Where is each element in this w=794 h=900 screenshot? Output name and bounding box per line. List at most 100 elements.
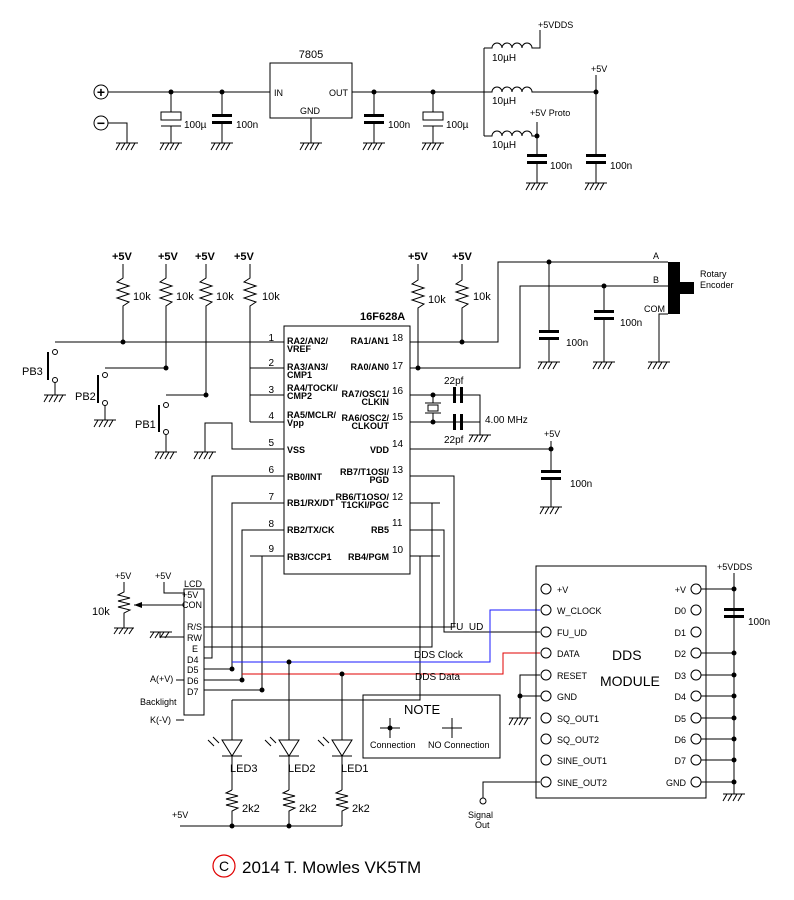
signal-out-label: Signal [468,810,493,820]
pot-label: 10k [92,606,110,618]
pin-label: RA0/AN0 [350,362,389,372]
pin-number: 17 [392,361,404,372]
connection-label: Connection [370,740,416,750]
pin-number: 12 [392,492,404,503]
pb2-label: PB2 [75,391,96,403]
copyright-icon [212,854,236,878]
pic-label: 16F628A [360,311,405,323]
dds-pin: SINE_OUT1 [557,756,607,766]
dds-pin: W_CLOCK [557,606,602,616]
power-supply-section: + − 100µ 100n 7805 IN OUT GND 100n [93,20,632,191]
inductor-label: 10µH [492,53,516,64]
osc-cap-label: 22pf [444,435,464,446]
pin-number: 15 [392,412,404,423]
note-box: NOTE Connection NO Connection [362,694,501,759]
pin-label: CMP2 [287,391,312,401]
pin-label: RA6/OSC2/ [341,413,389,423]
pin-label: RB1/RX/DT [287,498,335,508]
pushbuttons: PB3 PB2 PB1 [22,341,250,460]
dds-pin: D5 [674,714,686,724]
pin-label: RB0/INT [287,472,323,482]
pin-label: RA4/TOCKI/ [287,383,338,393]
inductor-label: 10µH [492,140,516,151]
pin-number: 9 [268,544,274,555]
dds-pin: +V [557,585,568,595]
dds-pin: SQ_OUT1 [557,714,599,724]
supply-label: +5V [544,429,560,439]
cap-label: 100n [610,161,632,172]
encoder-label: Rotary [700,269,727,279]
lcd-pin: D4 [187,655,199,665]
supply-label: +5V [172,810,188,820]
inductor-label: 10µH [492,96,516,107]
pin-number: 10 [392,545,404,556]
lcd-pin: D5 [187,665,199,675]
pin-number: 16 [392,386,404,397]
pin-label: VSS [287,445,305,455]
pin-label: CLKOUT [352,421,390,431]
encoder-pin-com: COM [644,304,665,314]
pin-label: RA2/AN2/ [287,336,329,346]
cap-label: 100µ [446,120,469,131]
pin-label: RB3/CCP1 [287,552,332,562]
dds-title: MODULE [600,673,660,689]
vdds-rail-label: +5VDDS [538,20,573,30]
pin-number: 4 [268,411,274,422]
dds-module: DDS MODULE +V W_CLOCK FU_UD DATA RESET G… [468,562,770,830]
pin-label: RA5/MCLR/ [287,410,336,420]
led-label: LED3 [230,763,258,775]
signal-out-label: Out [475,820,490,830]
dds-clock-net [232,609,540,663]
resistor-label: 2k2 [242,803,260,815]
dds-pin: SINE_OUT2 [557,778,607,788]
pin-number: 2 [268,358,274,369]
copyright-symbol: C [219,858,229,874]
dds-pin: FU_UD [557,628,588,638]
resistor-label: 2k2 [299,803,317,815]
dds-pin: +V [675,585,686,595]
pin-number: 7 [268,492,274,503]
copyright: C 2014 T. Mowles VK5TM [212,854,421,878]
reg-out-label: OUT [329,88,349,98]
dds-pin: SQ_OUT2 [557,735,599,745]
pic-right-pins: 18 RA1/AN1 17 RA0/AN0 16 RA7/OSC1/ CLKIN… [335,333,403,562]
vdd-decoupling: +5V 100n [410,429,592,515]
dds-pin: GND [557,692,578,702]
dds-data-label: DDS Data [415,672,460,683]
pin-label: T1CKI/PGC [341,500,390,510]
led-label: LED2 [288,763,316,775]
vdds-label: +5VDDS [717,562,752,572]
encoder-body [668,262,680,314]
dds-left-pins: +V W_CLOCK FU_UD DATA RESET GND SQ_OUT1 … [540,583,607,788]
dds-data-net [242,652,540,675]
resistor-label: 10k [216,291,234,303]
pin-label: RA3/AN3/ [287,362,329,372]
supply-label: +5V [115,571,131,581]
led-label: LED1 [341,763,369,775]
oscillator: 22pf 22pf 4.00 MHz [410,376,528,446]
lcd-pin: R/S [187,622,202,632]
lcd-label: LCD [184,579,203,589]
backlight-a: A(+V) [150,674,173,684]
supply-label: +5V [112,251,133,263]
cap-label: 100n [236,120,258,131]
pic-16f628a [283,325,411,575]
cap-label: 100n [620,318,642,329]
resistor-label: 10k [133,291,151,303]
lcd-pin: E [192,644,198,654]
pin-label: RB5 [371,525,389,535]
lcd-pin: CON [182,600,202,610]
dds-right-pins: +V D0 D1 D2 D3 D4 D5 D6 D7 GND [666,583,702,788]
dds-pin: D1 [674,628,686,638]
dds-module-box [535,565,707,799]
dds-pin: D6 [674,735,686,745]
dds-clock-label: DDS Clock [414,650,464,661]
lcd-pin: D7 [187,687,199,697]
dds-pin: RESET [557,671,588,681]
encoder-label: Encoder [700,280,734,290]
backlight-label: Backlight [140,697,177,707]
lcd-pin: +5V [182,590,198,600]
backlight-k: K(-V) [150,715,171,725]
cap-label: 100µ [184,120,207,131]
